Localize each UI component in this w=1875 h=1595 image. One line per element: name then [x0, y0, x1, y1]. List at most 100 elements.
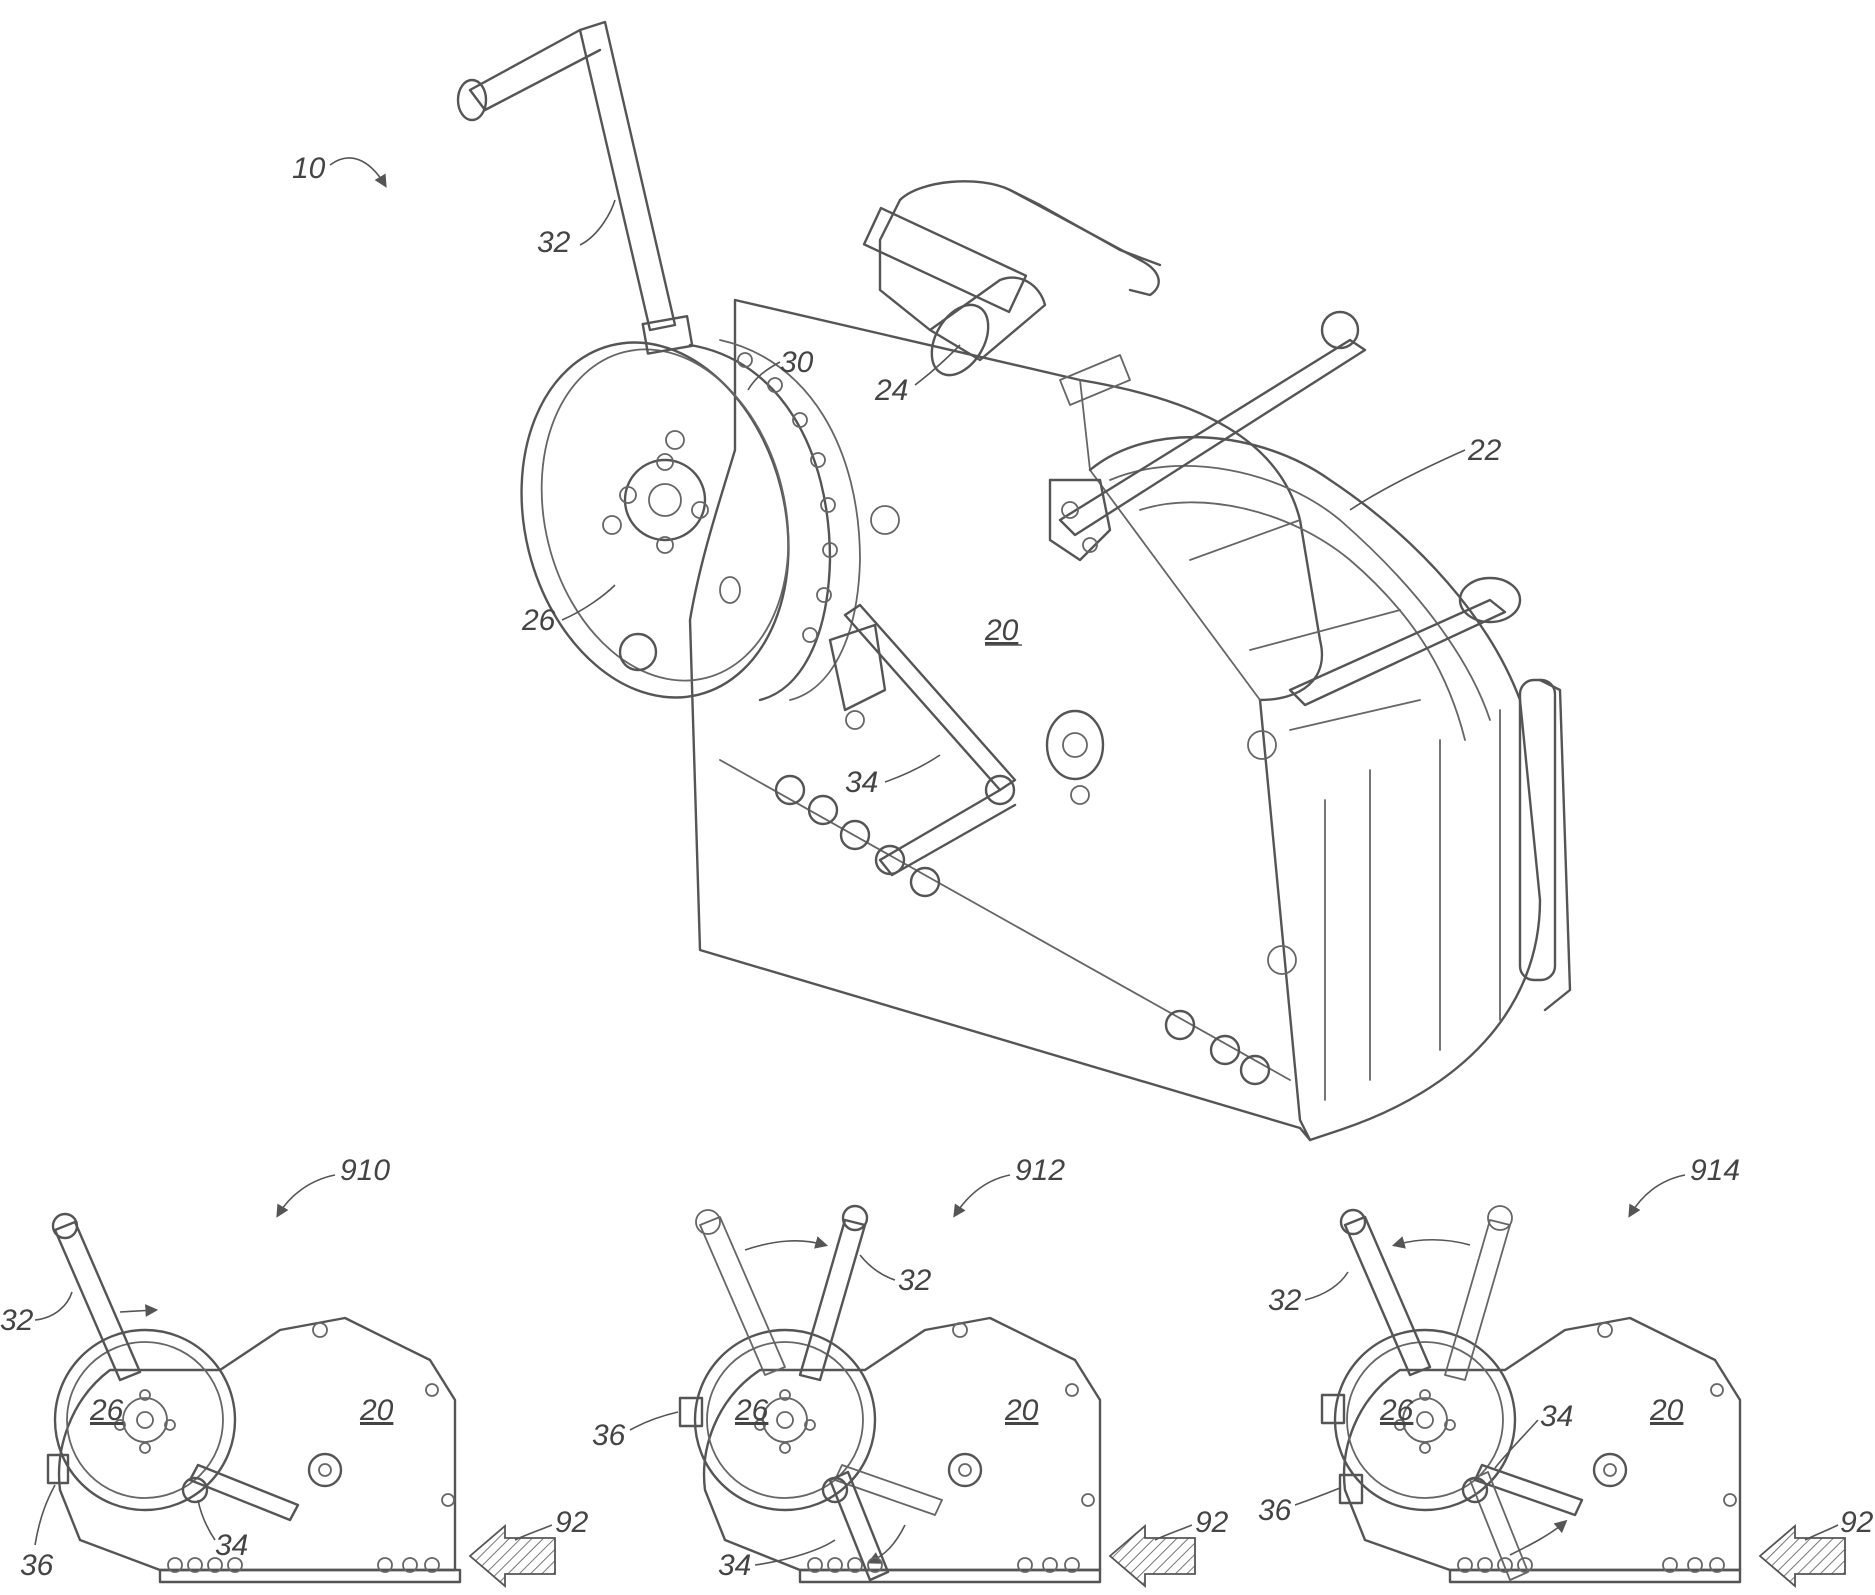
- disk-bolt-2: [603, 516, 621, 534]
- housing-body: [690, 300, 1322, 1140]
- crank-hub-center: [649, 484, 681, 516]
- panel-910-rotation-arrow: [120, 1310, 155, 1312]
- panel-914-disk-inner: [1347, 1342, 1503, 1498]
- drum-cover: [1090, 437, 1540, 1140]
- ref-10-label: 10: [292, 152, 326, 185]
- label-34-912: 34: [718, 1549, 751, 1582]
- panel-914-push-arrow: [1760, 1526, 1845, 1586]
- leader-32-910: [35, 1292, 72, 1320]
- label-92-912: 92: [1195, 1506, 1229, 1539]
- hub-bolt-3: [657, 454, 673, 470]
- label-26-912: 26: [734, 1394, 769, 1427]
- panel-912: 912 32 26 20 36: [592, 1154, 1229, 1586]
- panel-914-boss: [1594, 1454, 1626, 1486]
- ref-912-arrow: [955, 1175, 1010, 1215]
- panel-910-boss: [309, 1454, 341, 1486]
- panel-912-lower-arrow: [870, 1525, 905, 1562]
- housing-bolt-a: [871, 506, 899, 534]
- label-36-910: 36: [20, 1549, 54, 1582]
- label-34-910: 34: [215, 1529, 248, 1562]
- crank-hub: [625, 460, 705, 540]
- panel-910-housing: [59, 1318, 455, 1570]
- panel-910: 910 32: [0, 1154, 589, 1586]
- panel-912-lower-lever-start: [835, 1465, 942, 1515]
- frame-ribs: [1325, 710, 1500, 1100]
- upper-rear-handle: [900, 181, 1160, 265]
- gear-ring-outer: [720, 340, 860, 700]
- hub-bolt-2: [692, 502, 708, 518]
- upper-rear-rod: [1010, 190, 1159, 295]
- label-36-914: 36: [1258, 1494, 1292, 1527]
- label-32-main: 32: [537, 226, 571, 259]
- panel-910-disk: [55, 1330, 235, 1510]
- panel-910-base: [160, 1570, 460, 1582]
- bar-end-knob: [1322, 312, 1358, 348]
- panel-912-upper-arrow: [745, 1241, 825, 1250]
- ref-910-label: 910: [340, 1154, 390, 1187]
- disk-hole: [720, 577, 740, 603]
- panel-912-side-nub: [680, 1398, 702, 1426]
- panel-914-upper-lever-start: [1445, 1220, 1510, 1380]
- panel-912-hub: [763, 1398, 807, 1442]
- upper-lever-grip: [470, 30, 600, 110]
- leader-34-914: [1495, 1420, 1538, 1468]
- housing-center-bolt: [1071, 786, 1089, 804]
- disk-lower-knob: [620, 634, 656, 670]
- panel-914-lower-lever-end: [1475, 1465, 1582, 1515]
- panel-912-boss: [949, 1454, 981, 1486]
- panel-912-disk: [695, 1330, 875, 1510]
- leader-34-912: [755, 1540, 835, 1565]
- label-32-910: 32: [0, 1304, 34, 1337]
- label-26-main: 26: [521, 604, 556, 637]
- label-30-main: 30: [780, 346, 814, 379]
- label-32-912: 32: [898, 1264, 932, 1297]
- housing-center-boss: [1047, 711, 1103, 779]
- disk-bolt-1: [666, 431, 684, 449]
- upper-lever-grip-end: [458, 80, 486, 120]
- label-34-914: 34: [1540, 1400, 1573, 1433]
- leader-32-main: [580, 200, 615, 245]
- ref-914-arrow: [1630, 1175, 1685, 1215]
- leader-36-914: [1295, 1488, 1340, 1505]
- panel-912-push-arrow: [1110, 1526, 1195, 1586]
- panel-910-hub: [123, 1398, 167, 1442]
- label-20-910: 20: [359, 1394, 394, 1427]
- housing-bolt-c: [1268, 946, 1296, 974]
- ref-912-label: 912: [1015, 1154, 1065, 1187]
- leader-26-main: [562, 585, 615, 620]
- crank-disk: [485, 314, 824, 726]
- panel-912-base: [800, 1570, 1100, 1582]
- panel-914-housing: [1344, 1318, 1740, 1570]
- label-34-main: 34: [845, 766, 878, 799]
- gear-teeth: [738, 353, 837, 642]
- leader-32-912: [860, 1255, 895, 1280]
- housing-bottom-edge: [720, 760, 1290, 1080]
- leader-30-main: [748, 362, 780, 390]
- drum-seam-1: [1190, 520, 1300, 560]
- label-20-914: 20: [1649, 1394, 1684, 1427]
- lower-lever-bracket: [830, 625, 885, 710]
- label-92-914: 92: [1840, 1506, 1874, 1539]
- leader-34-910: [198, 1500, 215, 1540]
- panel-914-bolts: [1458, 1323, 1736, 1572]
- label-20-912: 20: [1004, 1394, 1039, 1427]
- leader-22-main: [1350, 450, 1465, 510]
- label-26-910: 26: [89, 1394, 124, 1427]
- label-24-main: 24: [874, 374, 908, 407]
- gear-ring: [690, 345, 830, 700]
- housing-top-edge: [1080, 380, 1260, 700]
- label-20-main: 20: [984, 614, 1019, 647]
- panel-914: 914 32 26 34: [1258, 1154, 1874, 1586]
- lower-bracket-bolt: [846, 711, 864, 729]
- panel-914-lower-arrow: [1510, 1522, 1565, 1555]
- crank-disk-rim: [508, 323, 822, 707]
- hub-bolt-1: [620, 487, 636, 503]
- housing-center-bore: [1063, 733, 1087, 757]
- upper-lever: [580, 22, 675, 330]
- leader-34-main: [885, 755, 940, 782]
- ref-910-arrow: [278, 1175, 335, 1215]
- ref-10-arrow: [330, 158, 385, 185]
- label-36-912: 36: [592, 1419, 626, 1452]
